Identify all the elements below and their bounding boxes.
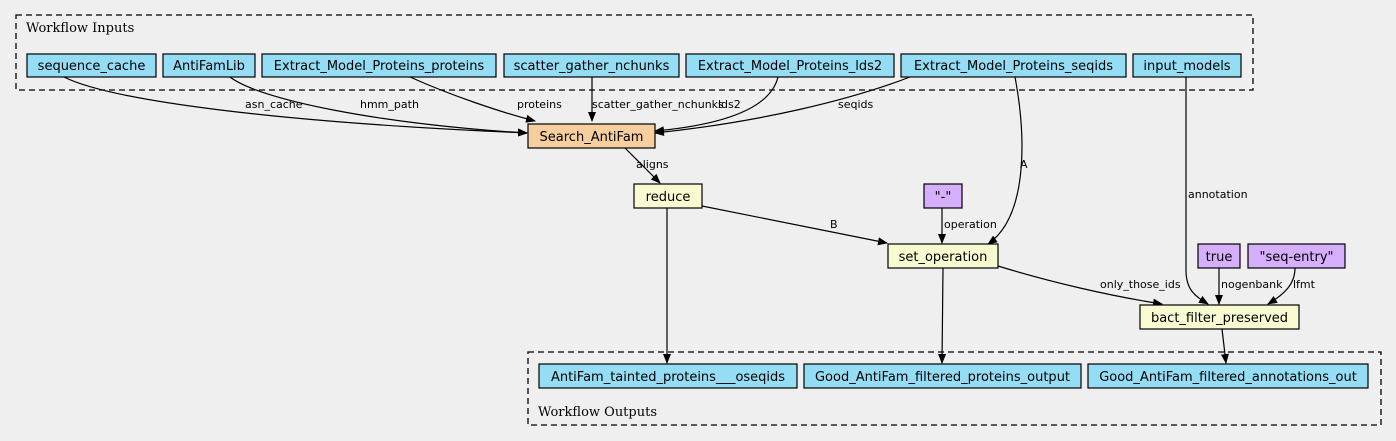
- node-good-antifam-filtered-proteins-output[interactable]: Good_AntiFam_filtered_proteins_output: [803, 363, 1082, 389]
- cluster-workflow-outputs: Workflow Outputs: [527, 351, 1382, 426]
- node-label-extract-model-proteins-lds2: Extract_Model_Proteins_lds2: [698, 59, 882, 74]
- node-scatter-gather-nchunks[interactable]: scatter_gather_nchunks: [503, 53, 680, 78]
- node-label-search-antifam: Search_AntiFam: [540, 130, 644, 145]
- edge-asn-cache: asn_cache: [63, 76, 528, 137]
- node-bact-filter-preserved[interactable]: bact_filter_preserved: [1139, 304, 1300, 330]
- edge-bact-filter-to-annots: [1220, 328, 1229, 364]
- cluster-inputs-label: Workflow Inputs: [26, 21, 134, 36]
- edge-label-aligns: aligns: [636, 158, 669, 171]
- nodes-layer: sequence_cache AntiFamLib Extract_Model_…: [26, 53, 1369, 389]
- node-const-seq-entry[interactable]: "seq-entry": [1247, 243, 1346, 269]
- cluster-outputs-label: Workflow Outputs: [538, 405, 657, 420]
- node-label-good-antifam-filtered-annotations-out: Good_AntiFam_filtered_annotations_out: [1099, 370, 1357, 385]
- node-label-sequence-cache: sequence_cache: [38, 59, 146, 74]
- node-extract-model-proteins-seqids[interactable]: Extract_Model_Proteins_seqids: [900, 53, 1127, 78]
- node-label-extract-model-proteins-seqids: Extract_Model_Proteins_seqids: [914, 59, 1113, 74]
- node-extract-model-proteins-proteins[interactable]: Extract_Model_Proteins_proteins: [261, 53, 497, 78]
- node-label-antifam-tainted-proteins-oseqids: AntiFam_tainted_proteins___oseqids: [551, 370, 785, 385]
- edge-label-lfmt: lfmt: [1293, 278, 1316, 291]
- edge-hmm-path: hmm_path: [229, 76, 528, 137]
- node-label-set-operation: set_operation: [899, 250, 988, 265]
- node-label-antifamlib: AntiFamLib: [173, 59, 245, 74]
- edge-scatter-gather-nchunks: scatter_gather_nchunks: [588, 77, 724, 122]
- edge-only-those-ids: only_those_ids: [997, 265, 1181, 307]
- node-set-operation[interactable]: set_operation: [887, 243, 999, 269]
- edge-b: B: [701, 205, 888, 246]
- edge-label-hmm-path: hmm_path: [360, 98, 419, 111]
- node-extract-model-proteins-lds2[interactable]: Extract_Model_Proteins_lds2: [685, 53, 895, 78]
- edge-label-seqids: seqids: [838, 98, 874, 111]
- node-label-const-dash: "-": [935, 190, 952, 205]
- edge-label-nogenbank: nogenbank: [1221, 278, 1283, 291]
- edge-lfmt: lfmt: [1267, 267, 1316, 305]
- edge-nogenbank: nogenbank: [1215, 268, 1283, 305]
- edges-layer: asn_cache hmm_path proteins scatter_gath…: [63, 76, 1316, 364]
- node-sequence-cache[interactable]: sequence_cache: [26, 53, 157, 78]
- edge-annotation: annotation: [1185, 77, 1248, 305]
- node-label-extract-model-proteins-proteins: Extract_Model_Proteins_proteins: [274, 59, 485, 74]
- edge-set-op-to-good-proteins: [938, 267, 947, 364]
- edge-proteins: proteins: [409, 76, 562, 123]
- cluster-workflow-inputs: Workflow Inputs: [15, 14, 1254, 91]
- node-good-antifam-filtered-annotations-out[interactable]: Good_AntiFam_filtered_annotations_out: [1087, 363, 1369, 389]
- edge-label-only-those-ids: only_those_ids: [1100, 278, 1181, 291]
- edge-label-annotation: annotation: [1188, 188, 1248, 201]
- edge-lds2: lds2: [654, 76, 779, 135]
- node-label-input-models: input_models: [1143, 59, 1230, 74]
- node-label-const-seq-entry: "seq-entry": [1259, 250, 1333, 265]
- edge-label-asn-cache: asn_cache: [245, 98, 303, 111]
- edge-aligns: aligns: [624, 147, 669, 184]
- node-label-const-true: true: [1206, 250, 1233, 265]
- node-antifam-tainted-proteins-oseqids[interactable]: AntiFam_tainted_proteins___oseqids: [538, 363, 798, 389]
- edge-label-a: A: [1020, 158, 1028, 171]
- node-const-true[interactable]: true: [1197, 243, 1241, 269]
- node-const-dash[interactable]: "-": [923, 183, 963, 209]
- node-antifamlib[interactable]: AntiFamLib: [162, 53, 256, 78]
- edge-label-lds2: lds2: [718, 98, 741, 111]
- edge-label-scatter-gather-nchunks: scatter_gather_nchunks: [592, 98, 724, 111]
- node-label-good-antifam-filtered-proteins-output: Good_AntiFam_filtered_proteins_output: [815, 370, 1070, 385]
- edge-a: A: [987, 76, 1028, 245]
- node-input-models[interactable]: input_models: [1132, 53, 1242, 78]
- node-reduce[interactable]: reduce: [633, 183, 703, 209]
- edge-label-b: B: [830, 218, 838, 231]
- edge-seqids: seqids: [654, 76, 911, 137]
- node-label-bact-filter-preserved: bact_filter_preserved: [1151, 311, 1288, 326]
- edge-operation: operation: [938, 208, 997, 244]
- node-label-reduce: reduce: [646, 190, 691, 205]
- node-label-scatter-gather-nchunks: scatter_gather_nchunks: [514, 59, 670, 74]
- edge-label-operation: operation: [944, 218, 997, 231]
- edge-label-proteins: proteins: [517, 98, 562, 111]
- node-search-antifam[interactable]: Search_AntiFam: [527, 123, 656, 149]
